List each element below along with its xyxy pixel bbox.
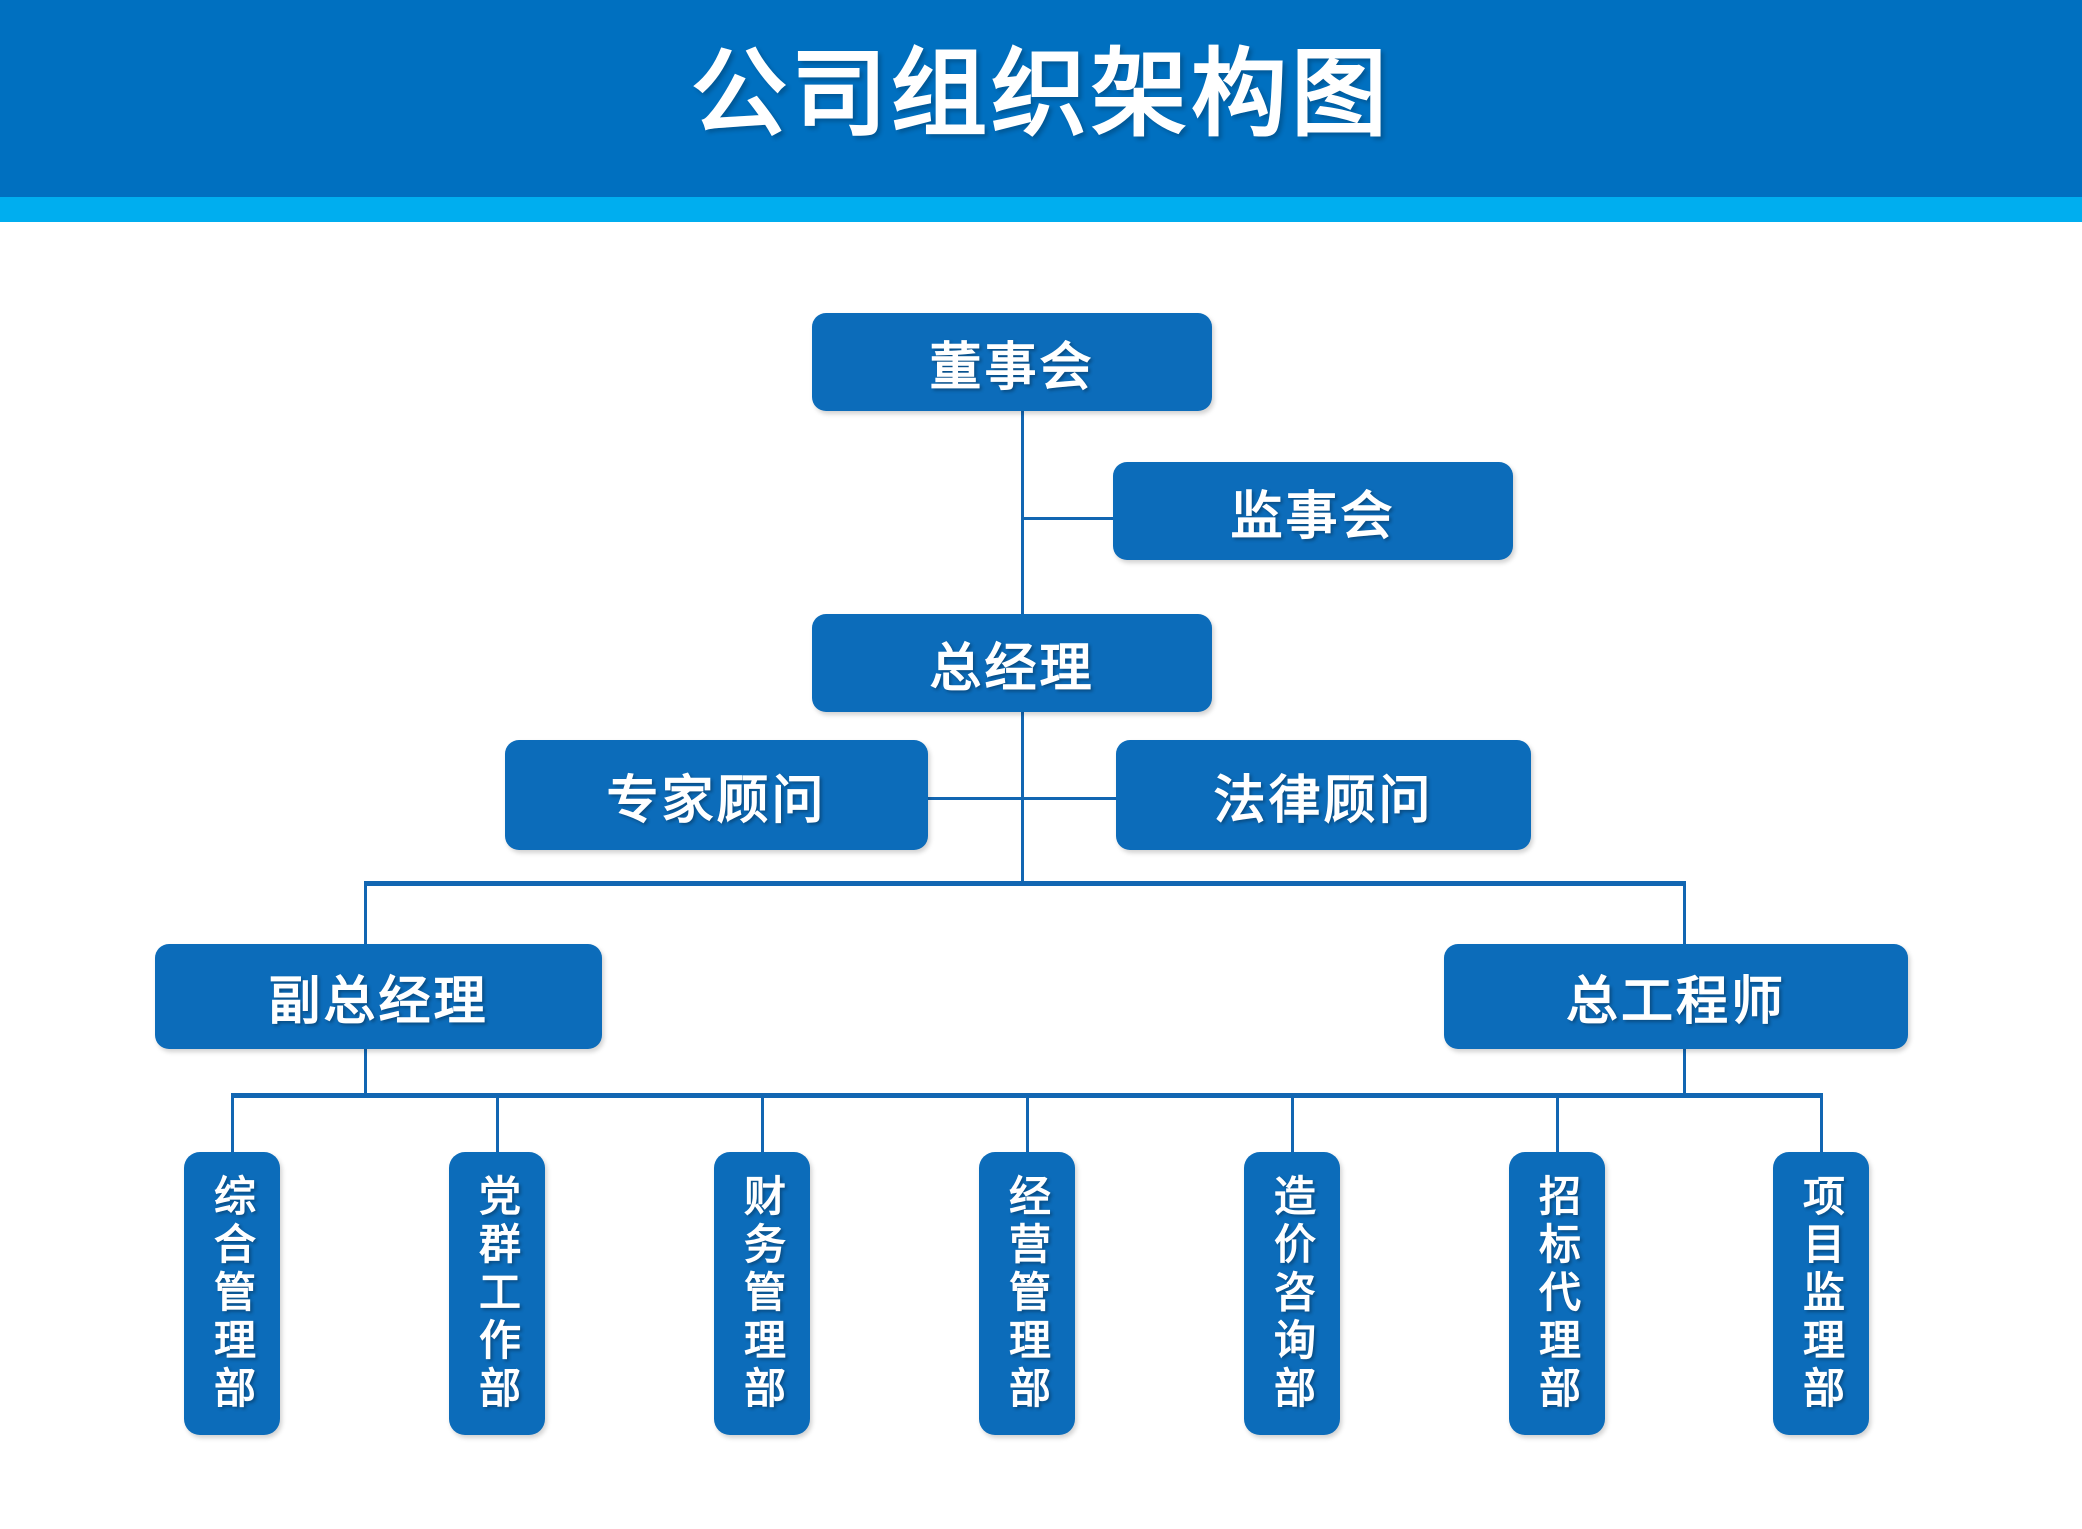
node-deputy-general-manager[interactable]: 副总经理 [155,944,602,1049]
connector-gm-to-expert-advisor [928,797,1023,800]
connector-dept-drop-7 [1820,1093,1823,1155]
node-legal-advisor-label: 法律顾问 [1213,771,1434,830]
node-department-label: 党群工作部 [473,1173,521,1414]
node-board[interactable]: 董事会 [812,313,1212,411]
node-department-financial-management[interactable]: 财务管理部 [714,1152,810,1435]
node-department-cost-consulting[interactable]: 造价咨询部 [1244,1152,1340,1435]
node-department-party-mass-work[interactable]: 党群工作部 [449,1152,545,1435]
node-chief-engineer-label: 总工程师 [1565,973,1786,1031]
node-department-label: 经营管理部 [1003,1173,1051,1414]
connector-dept-drop-3 [761,1093,764,1155]
connector-bus-level5 [364,881,1686,886]
node-expert-advisor[interactable]: 专家顾问 [505,740,928,850]
connector-dept-drop-2 [496,1093,499,1155]
node-department-label: 综合管理部 [208,1173,256,1414]
connector-deputy-gm-stem [364,1048,367,1095]
node-department-label: 造价咨询部 [1268,1173,1316,1414]
connector-bus-level5-drop-right [1683,881,1686,946]
node-general-manager[interactable]: 总经理 [812,614,1212,712]
node-department-project-supervision[interactable]: 项目监理部 [1773,1152,1869,1435]
connector-dept-drop-6 [1556,1093,1559,1155]
node-chief-engineer[interactable]: 总工程师 [1444,944,1908,1049]
node-department-operations-management[interactable]: 经营管理部 [979,1152,1075,1435]
connector-gm-to-legal-advisor [1021,797,1116,800]
node-department-label: 财务管理部 [738,1173,786,1414]
connector-dept-drop-4 [1026,1093,1029,1155]
connector-dept-drop-5 [1291,1093,1294,1155]
node-legal-advisor[interactable]: 法律顾问 [1116,740,1531,850]
node-board-label: 董事会 [929,338,1095,397]
node-expert-advisor-label: 专家顾问 [606,771,827,830]
node-supervisors[interactable]: 监事会 [1113,462,1513,560]
node-general-manager-label: 总经理 [929,639,1095,698]
node-deputy-general-manager-label: 副总经理 [268,973,489,1031]
header-accent-stripe [0,197,2082,222]
node-department-comprehensive-management[interactable]: 综合管理部 [184,1152,280,1435]
node-department-label: 项目监理部 [1797,1173,1845,1414]
connector-board-to-supervisors [1021,517,1114,520]
node-department-label: 招标代理部 [1533,1173,1581,1414]
connector-bus-level5-drop-left [364,881,367,946]
header-band [0,0,2082,197]
node-supervisors-label: 监事会 [1230,487,1396,546]
connector-dept-drop-1 [231,1093,234,1155]
connector-chief-engineer-stem [1683,1048,1686,1095]
node-department-bidding-agency[interactable]: 招标代理部 [1509,1152,1605,1435]
page-title: 公司组织架构图 [691,41,1391,148]
connector-board-stem [1021,410,1024,615]
